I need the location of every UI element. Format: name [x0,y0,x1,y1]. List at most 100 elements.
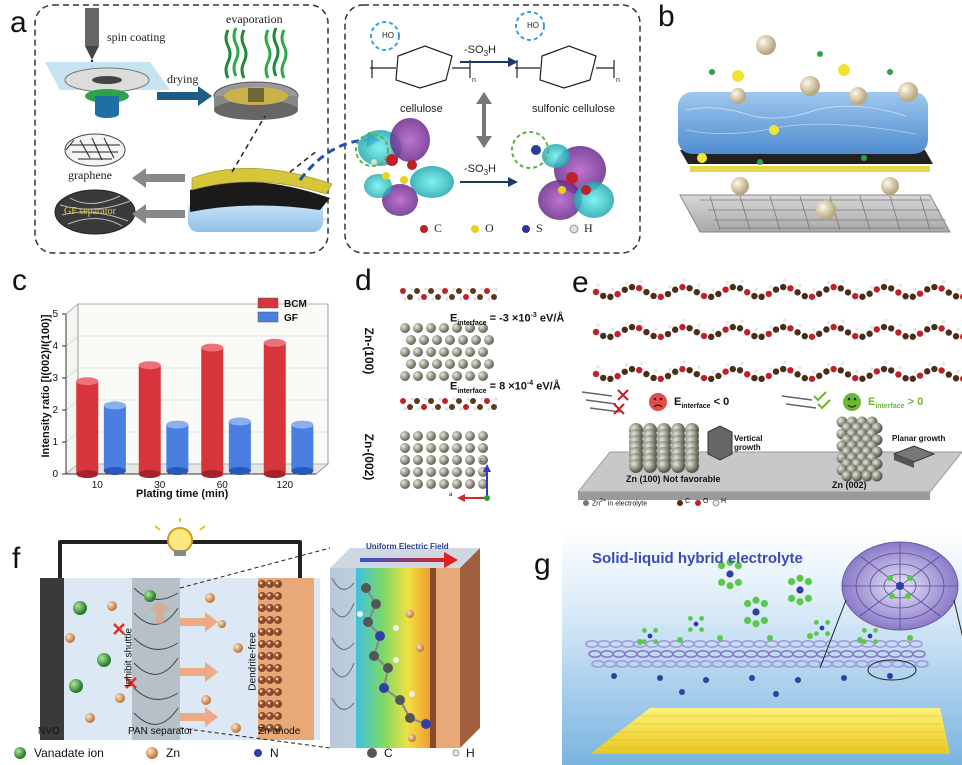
bar-base-BCM-10 [76,470,99,478]
cluster-green [760,600,768,608]
legend-dot-c-f [367,748,377,758]
anode-particle-hl [267,689,271,693]
legend-h-f: H [466,746,475,760]
cluster-green [642,639,647,644]
anode-particle-hl [259,617,263,621]
chart-side-wall [65,302,79,476]
cluster-green [699,627,704,632]
chain-mid-atom [407,404,413,410]
x-tick-label: 30 [154,480,166,491]
e-chain-h [740,279,744,284]
e-chain-h [596,283,600,287]
e-chain-atom [643,288,650,296]
label-gf-separator: GF separator [64,206,116,217]
e1-sub: interface [457,319,487,327]
e-chain-atom [657,375,664,383]
e-chain-h [913,287,917,292]
e-chain-atom [823,286,830,293]
e-chain-h [610,328,615,332]
e-chain-h [855,327,859,331]
zn002-zn [452,467,462,477]
anode-particle-hl [259,581,263,585]
legend-dot-s [522,225,530,233]
legend-swatch-GF [257,311,279,323]
chain-mid-h [417,407,421,411]
bar-base-GF-10 [103,467,126,475]
chain-top-h [452,287,456,291]
gridline-side [65,367,79,379]
e-chain-atom [686,324,693,332]
e-chain-atom [657,333,664,341]
label-pan-separator: PAN separator [128,726,193,737]
e-chain-atom [765,372,772,380]
e-chain-h [812,287,816,292]
bar-GF-30 [166,424,189,471]
e-chain-h [797,323,802,328]
e-neg-prefix: E [674,396,682,408]
e-chain-atom [888,367,895,374]
cluster-green [718,578,726,586]
chain-mid-h [431,407,435,411]
e-chain-atom [664,372,672,380]
legend-zn: Zn [592,500,601,508]
legend-zn-f: Zn [166,746,181,760]
e-chain-h [898,365,903,370]
e-chain-atom [650,292,657,300]
e-chain-atom [880,283,888,291]
e-chain-atom [628,323,636,331]
chain-mid-h [410,397,414,401]
cluster-green [873,628,878,633]
e-chain-atom [787,367,794,374]
zn100-zn [478,371,488,381]
chain-mid-h [452,397,456,401]
cluster-center [752,608,760,616]
reaction-sub: 3 [483,49,489,59]
e-chain-atom [873,368,880,375]
e-chain-atom [600,332,607,340]
panel-label-c: c [12,264,27,297]
panel-g-illustration [562,530,962,765]
e-chain-atom [672,326,679,333]
label-cellulose: cellulose [400,103,443,115]
e-chain-atom [679,323,686,331]
chain-mid-atom [477,404,483,410]
zn100-zn [471,335,481,345]
zn100-zn [465,347,475,357]
y-tick-label: 2 [52,405,58,416]
bar-top-BCM-60 [201,343,224,352]
e-chain-atom [722,368,729,375]
e-stack-zn100 [629,459,643,473]
label-vertical-growth: Vertical growth [734,434,762,452]
e-chain-atom [715,372,722,380]
chain-mid-h [466,397,470,401]
legend-dot-h-e [712,499,720,507]
e-chain-atom [607,333,614,341]
legend-zn-rest: in electrolyte [605,500,648,508]
e-chain-h [725,362,730,367]
legend-c-e: C [685,498,691,505]
e-chain-h [783,278,787,282]
e-chain-atom [736,367,744,374]
e-chain-atom [592,328,600,336]
surface-green [767,635,773,641]
e-chain-atom [700,292,708,300]
gridline-side [65,399,79,411]
e-chain-atom [650,332,657,340]
e-chain-atom [945,289,952,296]
e-chain-atom [686,284,693,292]
chain-top-h [403,297,407,301]
anode-particle-hl [275,689,279,693]
panel-e: e [570,262,962,510]
e-chain-h [869,324,874,329]
e-chain-atom [837,285,844,292]
e-chain-h [754,287,759,291]
chain-top-h [473,297,477,301]
anode-particle-hl [267,653,271,657]
e-chain-atom [888,325,895,332]
y-tick-label: 1 [52,437,58,448]
chain-mid-h [459,407,463,411]
e-chain-atom [708,375,715,383]
bar-top-BCM-120 [263,338,286,347]
e-stack-zn002 [861,470,873,482]
e1-prefix: E [450,312,458,325]
